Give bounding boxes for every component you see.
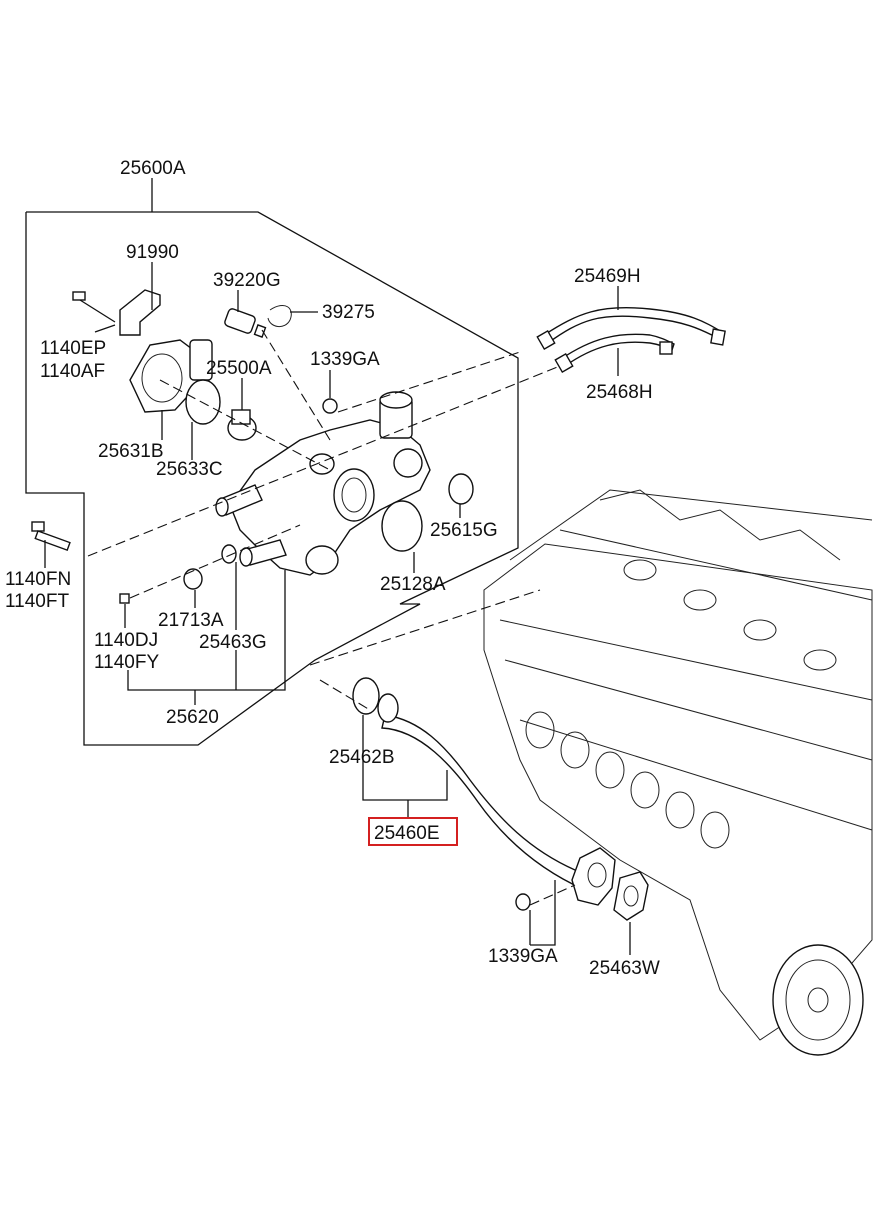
label-25500a: 25500A — [206, 358, 272, 379]
label-25600a: 25600A — [120, 158, 186, 179]
label-25468h: 25468H — [586, 382, 653, 403]
label-21713a: 21713A — [158, 610, 224, 631]
label-1339ga-bottom: 1339GA — [488, 946, 558, 967]
label-91990: 91990 — [126, 242, 179, 263]
assembly-outline — [25, 178, 519, 746]
nut-1339ga-bottom — [515, 893, 531, 911]
hose-25469h — [536, 306, 726, 351]
gasket-25128a — [381, 500, 423, 552]
engine-ports — [525, 559, 837, 849]
label-1140ft: 1140FT — [5, 591, 69, 612]
label-1140dj: 1140DJ — [94, 630, 158, 651]
label-25128a: 25128A — [380, 574, 446, 595]
gasket-25463w — [613, 871, 649, 921]
label-1140ep: 1140EP — [40, 338, 106, 359]
label-1140af: 1140AF — [40, 361, 105, 382]
label-25633c: 25633C — [156, 459, 223, 480]
label-25631b: 25631B — [98, 441, 164, 462]
label-25462b: 25462B — [329, 747, 395, 768]
thermostat-housing — [215, 391, 431, 576]
gasket-25462b — [352, 677, 380, 715]
part-labels: 25600A 91990 39220G 39275 25469H 1140EP … — [5, 158, 660, 979]
label-1339ga-top: 1339GA — [310, 349, 380, 370]
hose-25468h — [554, 333, 675, 374]
pipe-25460e — [377, 693, 616, 906]
leader-lines — [44, 262, 631, 955]
bolt-1140ep — [72, 291, 116, 323]
o-ring-25633c — [185, 379, 221, 425]
bolt-1140fn — [31, 521, 71, 552]
o-ring-25463g — [221, 544, 237, 564]
highlight-box — [368, 817, 458, 846]
plug-21713a — [183, 568, 203, 590]
label-39275: 39275 — [322, 302, 375, 323]
nut-1339ga-top — [322, 398, 338, 414]
pulley — [772, 944, 864, 1056]
label-39220g: 39220G — [213, 270, 281, 291]
label-25463g: 25463G — [199, 632, 267, 653]
thermostat-25500a — [227, 409, 257, 441]
label-25620: 25620 — [166, 707, 219, 728]
label-25460e[interactable]: 25460E — [374, 823, 440, 844]
label-25615g: 25615G — [430, 520, 498, 541]
label-25463w: 25463W — [589, 958, 660, 979]
clip-39275 — [267, 305, 292, 327]
bolt-1140dj — [119, 593, 130, 604]
alignment-lines — [87, 329, 576, 906]
thermostat-cover — [129, 339, 213, 413]
label-1140fn: 1140FN — [5, 569, 71, 590]
sensor-39220g — [224, 308, 267, 338]
label-25469h: 25469H — [574, 266, 641, 287]
label-1140fy: 1140FY — [94, 652, 159, 673]
engine-block — [483, 489, 873, 1056]
gasket-25615g — [448, 473, 474, 505]
bracket-91990 — [119, 289, 161, 336]
